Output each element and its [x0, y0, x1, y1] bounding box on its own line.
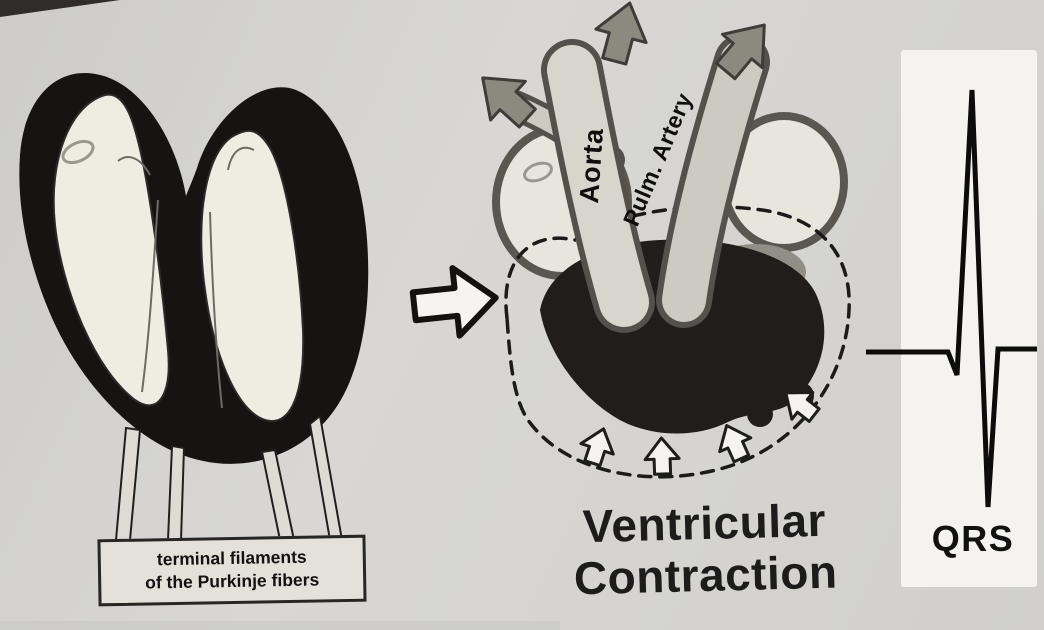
left-ventricle-cavity — [52, 93, 170, 407]
purkinje-filaments — [117, 146, 255, 409]
contraction-arrow — [718, 424, 753, 464]
relaxed-heart-illustration — [19, 72, 369, 464]
contraction-arrow — [784, 390, 821, 423]
dashed-precontraction-outline — [504, 205, 851, 479]
ecg-panel — [866, 50, 1037, 587]
right-ventricle-cavity — [200, 129, 305, 423]
pulmonary-artery-vessel — [656, 34, 770, 328]
aorta-vessel — [541, 39, 655, 333]
contraction-arrows — [579, 390, 821, 476]
ejection-arrow-left — [481, 76, 537, 129]
ecg-panel-background — [901, 50, 1037, 587]
ejection-arrow-top — [594, 1, 648, 66]
wall-highlight — [61, 139, 95, 165]
atrium-highlight — [523, 161, 553, 183]
diagram-title: Ventricular Contraction — [537, 494, 874, 606]
qrs-label: QRS — [931, 518, 1015, 559]
diagram-title-line2: Contraction — [573, 545, 839, 604]
page-edge-shadow — [0, 0, 120, 17]
diagram-title-line1: Ventricular — [582, 493, 827, 553]
ventricle-bump — [747, 401, 773, 427]
page-bottom-shade — [0, 621, 560, 630]
contracting-heart-illustration — [481, 1, 851, 479]
purkinje-caption-line2: of the Purkinje fibers — [144, 569, 320, 593]
contraction-arrow — [643, 436, 681, 476]
purkinje-caption: terminal filaments of the Purkinje fiber… — [97, 534, 367, 607]
qrs-waveform — [866, 89, 1037, 508]
transition-arrow-icon — [409, 265, 499, 339]
ejection-arrows — [481, 1, 766, 129]
contraction-arrow — [579, 427, 615, 468]
ejection-arrow-right — [715, 23, 766, 81]
